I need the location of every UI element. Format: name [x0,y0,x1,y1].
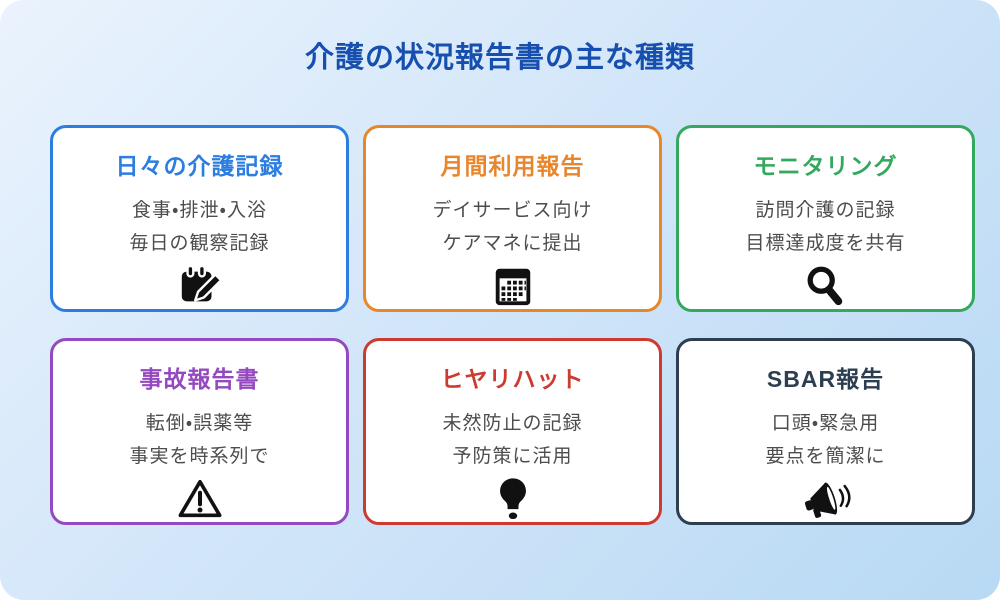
card-line: 事実を時系列で [129,446,270,467]
card-title: SBAR報告 [766,366,885,392]
page-title: 介護の状況報告書の主な種類 [304,42,695,74]
card-line: 毎日の観察記録 [129,233,270,254]
card-daily-care-record: 日々の介護記録 食事・排泄・入浴 毎日の観察記録 [50,125,349,312]
magnifier-icon [679,262,972,310]
card-line: 食事・排泄・入浴 [132,200,267,221]
memo-pen-icon [53,262,346,310]
card-monthly-usage-report: 月間利用報告 デイサービス向け ケアマネに提出 [363,125,662,312]
card-line: 訪問介護の記録 [755,200,896,221]
card-line: 口頭・緊急用 [771,413,880,434]
warning-triangle-icon [53,475,346,523]
card-line: 転倒・誤薬等 [145,413,254,434]
megaphone-icon [679,475,972,523]
card-grid: 日々の介護記録 食事・排泄・入浴 毎日の観察記録 月間利用報告 デイサービス向け… [50,125,975,525]
card-sbar-report: SBAR報告 口頭・緊急用 要点を簡潔に [676,338,975,525]
card-line: ケアマネに提出 [442,233,583,254]
card-hiyari-hatto: ヒヤリハット 未然防止の記録 予防策に活用 [363,338,662,525]
calendar-icon [366,262,659,310]
card-accident-report: 事故報告書 転倒・誤薬等 事実を時系列で [50,338,349,525]
card-line: 目標達成度を共有 [745,233,906,254]
card-title: 日々の介護記録 [115,153,284,179]
card-line: 要点を簡潔に [765,446,886,467]
card-title: 月間利用報告 [440,153,585,179]
card-title: ヒヤリハット [440,366,585,392]
card-title: 事故報告書 [139,366,260,392]
card-line: 未然防止の記録 [442,413,583,434]
card-monitoring: モニタリング 訪問介護の記録 目標達成度を共有 [676,125,975,312]
card-title: モニタリング [753,153,898,179]
card-line: 予防策に活用 [452,446,573,467]
lightbulb-icon [366,475,659,523]
card-line: デイサービス向け [432,200,593,221]
